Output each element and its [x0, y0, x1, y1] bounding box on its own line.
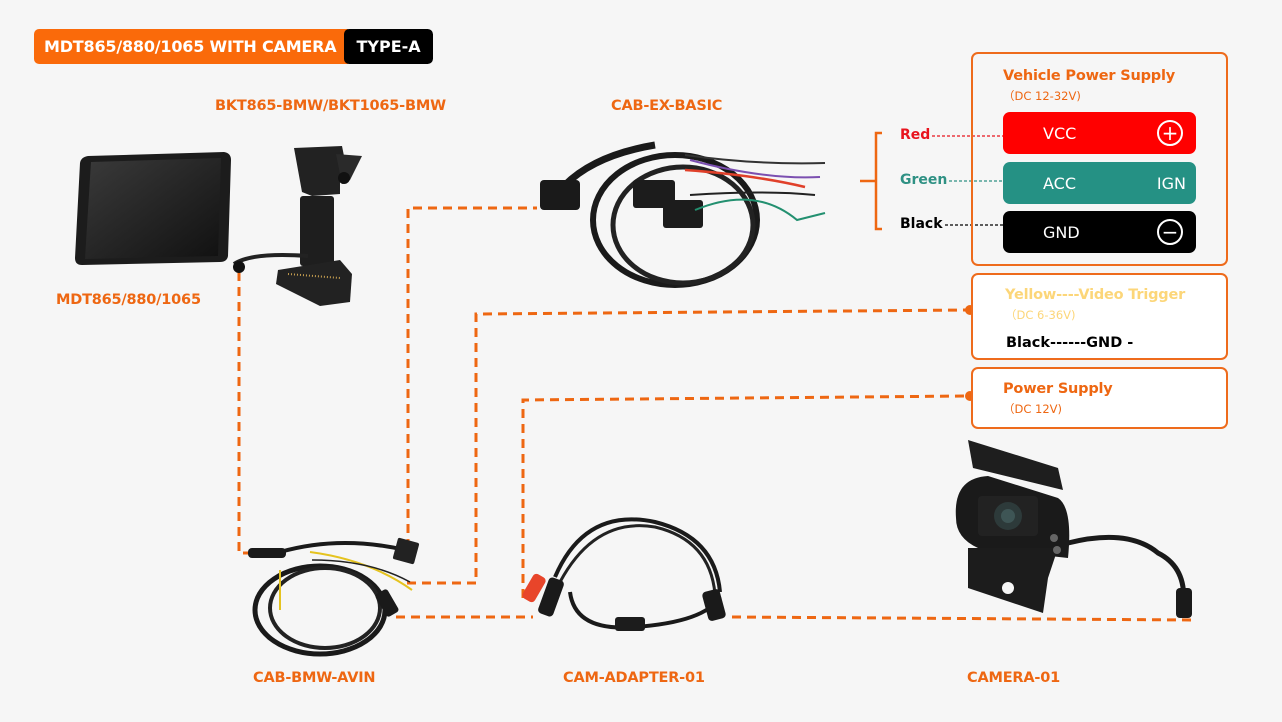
green-wire-label: Green: [900, 172, 948, 188]
tablet-icon: [75, 152, 231, 265]
tablet-image: [74, 152, 232, 266]
video-trigger-box: Yellow----Video Trigger （DC 6-36V) Black…: [971, 273, 1228, 360]
adapter-label: CAM-ADAPTER-01: [563, 670, 705, 686]
vehicle-power-title: Vehicle Power Supply: [1003, 68, 1175, 84]
video-trigger-title: Yellow----Video Trigger: [1005, 287, 1186, 303]
plus-icon: +: [1157, 120, 1183, 146]
camera-power-subtitle: （DC 12V): [1003, 402, 1063, 416]
av-input-cable-icon: [248, 537, 420, 657]
vcc-terminal: VCC +: [1003, 112, 1196, 154]
gnd-label: GND: [1043, 222, 1080, 242]
line-bracket-to-avin: [237, 272, 250, 555]
black-wire-label: Black: [900, 216, 943, 232]
gnd-terminal: GND −: [1003, 211, 1196, 253]
backup-camera-icon: [955, 440, 1192, 618]
red-wire-label: Red: [900, 127, 931, 143]
page-title: MDT865/880/1065 WITH CAMERA: [34, 29, 349, 64]
adapter-image: [515, 512, 745, 637]
bracket-icon: [232, 146, 362, 306]
video-trigger-ground: Black------GND -: [1006, 335, 1134, 351]
ext-cable-label: CAB-EX-BASIC: [611, 98, 723, 114]
tablet-label: MDT865/880/1065: [56, 292, 201, 308]
ign-label: IGN: [1156, 173, 1186, 193]
bracket-image: [232, 134, 368, 314]
line-adapter-to-camera: [731, 615, 1194, 622]
power-cable-harness-icon: [540, 141, 826, 288]
line-avin-to-video-trigger: [407, 308, 969, 585]
avin-cable-label: CAB-BMW-AVIN: [253, 670, 376, 686]
avin-cable-image: [240, 530, 425, 660]
bracket-label: BKT865-BMW/BKT1065-BMW: [215, 98, 446, 114]
minus-icon: −: [1157, 219, 1183, 245]
camera-power-supply-box: Power Supply （DC 12V): [971, 367, 1228, 429]
line-adapter-to-power-supply: [521, 394, 969, 598]
vcc-label: VCC: [1043, 123, 1077, 143]
vehicle-power-subtitle: （DC 12-32V): [1003, 89, 1081, 103]
camera-label: CAMERA-01: [967, 670, 1060, 686]
ext-cable-image: [535, 125, 830, 295]
video-trigger-subtitle: （DC 6-36V): [1005, 308, 1076, 322]
vehicle-power-supply-box: Vehicle Power Supply （DC 12-32V) VCC + A…: [971, 52, 1228, 266]
line-avin-to-exbasic: [406, 206, 537, 548]
acc-terminal: ACC IGN: [1003, 162, 1196, 204]
camera-image: [948, 438, 1218, 633]
camera-power-title: Power Supply: [1003, 381, 1113, 397]
power-bracket: [874, 131, 882, 231]
type-badge: TYPE-A: [344, 29, 433, 64]
camera-adapter-cable-icon: [522, 517, 726, 631]
page-title-badge: MDT865/880/1065 WITH CAMERA TYPE-A: [34, 29, 433, 64]
acc-label: ACC: [1043, 173, 1077, 193]
